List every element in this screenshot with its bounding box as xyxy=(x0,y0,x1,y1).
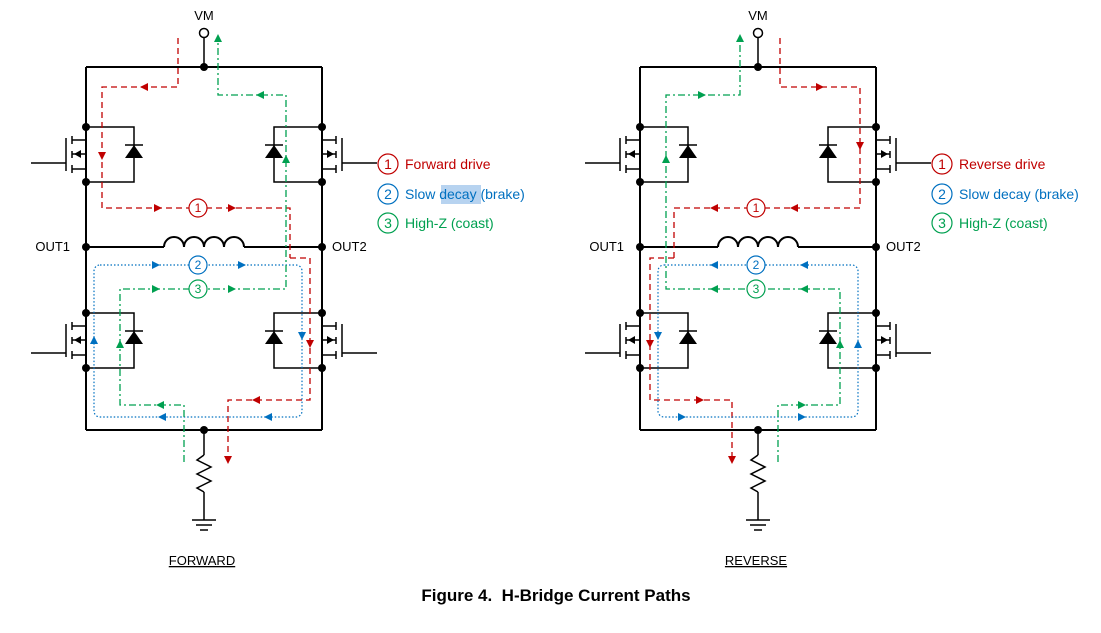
svg-text:1: 1 xyxy=(384,156,392,172)
legend-item-high-z: 3 High-Z (coast) xyxy=(931,212,1048,234)
supply-label: VM xyxy=(194,8,214,23)
forward-caption: FORWARD xyxy=(169,553,235,568)
out2-label: OUT2 xyxy=(886,239,921,254)
svg-text:2: 2 xyxy=(195,258,202,272)
text-highlight xyxy=(441,185,481,204)
slow-decay-arrows xyxy=(654,261,862,421)
reverse-bridge: VM OUT1 OUT2 xyxy=(584,8,932,568)
legend-item-forward-drive: 1 Forward drive xyxy=(377,153,491,175)
forward-bridge: VM OUT1 OUT2 xyxy=(30,8,378,568)
svg-text:2: 2 xyxy=(938,186,946,202)
svg-text:3: 3 xyxy=(195,282,202,296)
svg-text:3: 3 xyxy=(753,282,760,296)
legend-item-slow-decay: 2 Slow decay (brake) xyxy=(377,183,525,205)
out1-label: OUT1 xyxy=(35,239,70,254)
svg-text:3: 3 xyxy=(384,215,392,231)
reverse-drive-arrows xyxy=(646,83,864,464)
svg-text:Reverse drive: Reverse drive xyxy=(959,156,1046,172)
high-z-path xyxy=(665,38,841,462)
reverse-legend: 1 Reverse drive 2 Slow decay (brake) 3 H… xyxy=(931,153,1079,234)
svg-text:Slow decay (brake): Slow decay (brake) xyxy=(405,186,525,202)
high-z-arrows xyxy=(116,34,290,409)
svg-text:1: 1 xyxy=(938,156,946,172)
out1-label: OUT1 xyxy=(589,239,624,254)
forward-legend: 1 Forward drive 2 Slow decay (brake) 3 H… xyxy=(377,153,525,234)
marker-2: 2 xyxy=(746,255,766,275)
forward-drive-arrows xyxy=(98,83,314,464)
legend-item-slow-decay: 2 Slow decay (brake) xyxy=(931,183,1079,205)
figure-title: Figure 4. H-Bridge Current Paths xyxy=(421,586,690,605)
forward-drive-path xyxy=(101,38,311,462)
marker-1: 1 xyxy=(188,198,208,218)
high-z-arrows xyxy=(662,34,844,409)
legend-item-high-z: 3 High-Z (coast) xyxy=(377,212,494,234)
svg-text:2: 2 xyxy=(384,186,392,202)
reverse-caption: REVERSE xyxy=(725,553,787,568)
svg-text:Forward drive: Forward drive xyxy=(405,156,491,172)
svg-text:1: 1 xyxy=(753,201,760,215)
marker-3: 3 xyxy=(746,279,766,299)
legend-item-reverse-drive: 1 Reverse drive xyxy=(931,153,1046,175)
svg-text:High-Z (coast): High-Z (coast) xyxy=(405,215,494,231)
svg-text:2: 2 xyxy=(753,258,760,272)
out2-label: OUT2 xyxy=(332,239,367,254)
high-z-path xyxy=(119,38,287,462)
marker-1: 1 xyxy=(746,198,766,218)
supply-label: VM xyxy=(748,8,768,23)
marker-3: 3 xyxy=(188,279,208,299)
svg-text:Slow decay (brake): Slow decay (brake) xyxy=(959,186,1079,202)
marker-2: 2 xyxy=(188,255,208,275)
slow-decay-arrows xyxy=(90,261,306,421)
svg-text:High-Z (coast): High-Z (coast) xyxy=(959,215,1048,231)
svg-text:1: 1 xyxy=(195,201,202,215)
svg-text:3: 3 xyxy=(938,215,946,231)
reverse-drive-path xyxy=(649,38,861,462)
